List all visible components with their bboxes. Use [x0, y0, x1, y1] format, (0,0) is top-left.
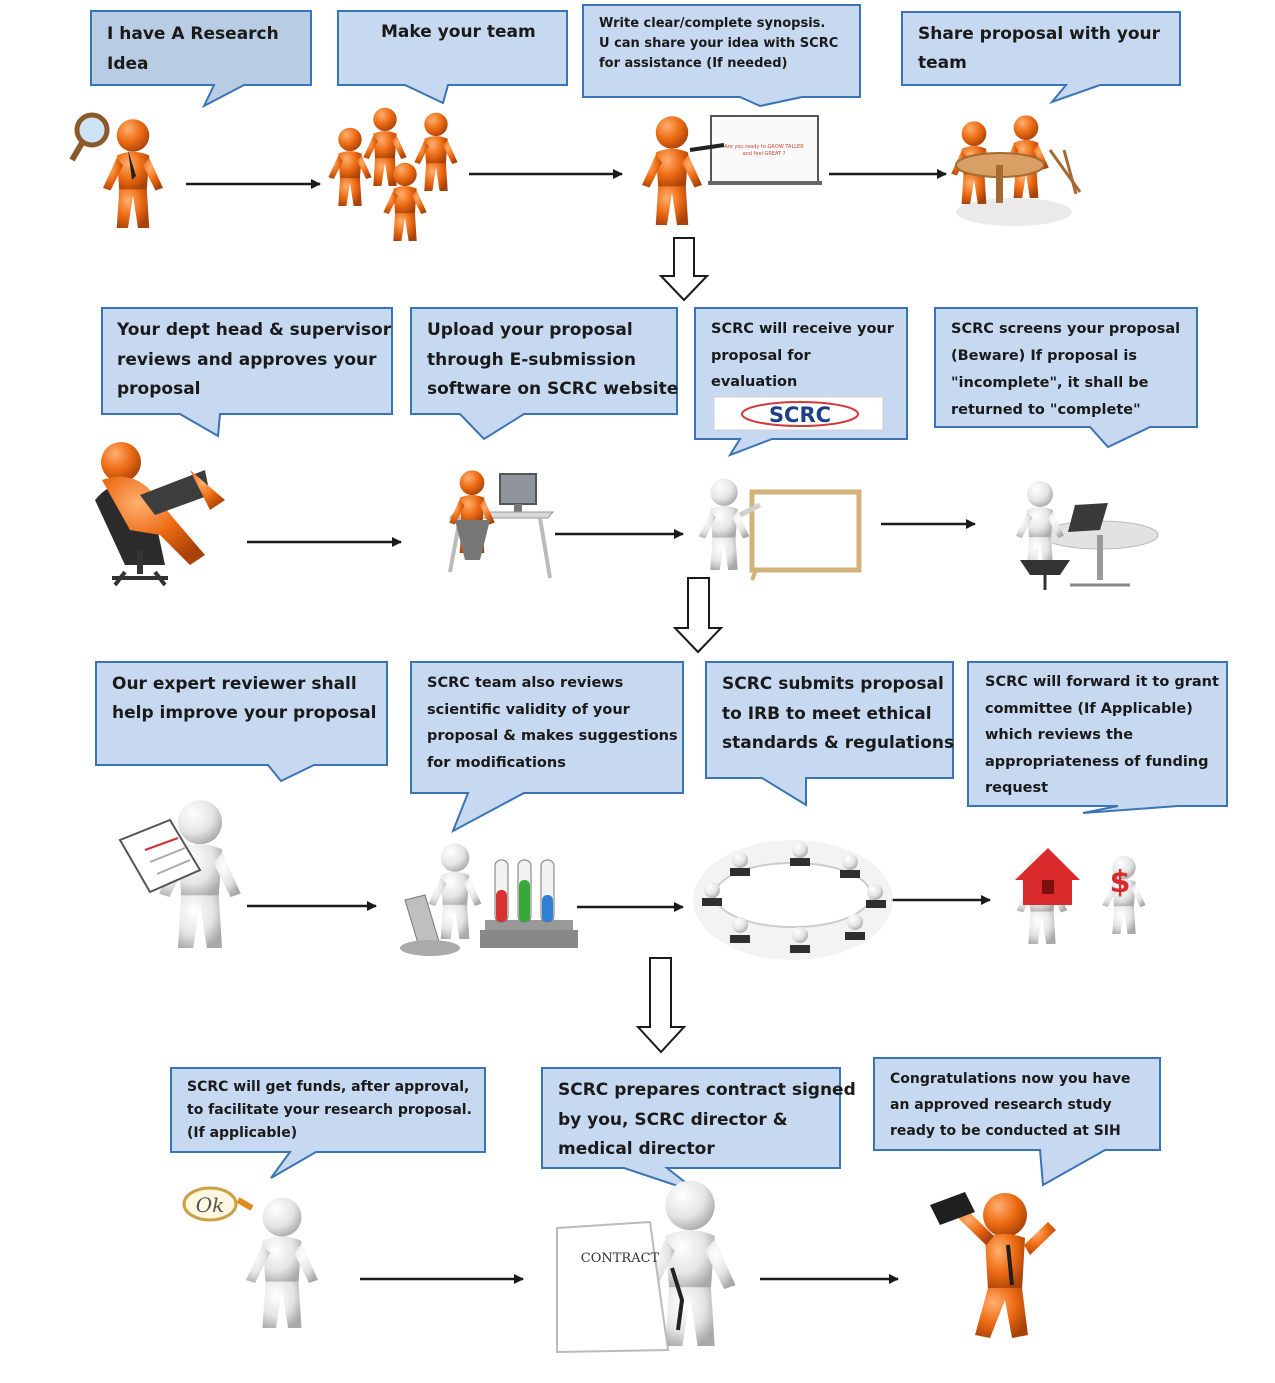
- callout-share-proposal: [901, 11, 1181, 105]
- text-irb-submit: SCRC submits proposal to IRB to meet eth…: [722, 674, 955, 753]
- text-congratulations: Congratulations now you have an approved…: [890, 1071, 1131, 1139]
- callout-research-idea: [90, 10, 312, 109]
- presenter-board-icon: Are you ready to GROW TALLER and feel GR…: [642, 115, 822, 225]
- text-scientific-validity: SCRC team also reviews scientific validi…: [427, 675, 678, 771]
- callout-get-funds: [170, 1067, 486, 1179]
- callout-grant-committee: [967, 661, 1228, 814]
- down-arrow-row2: [672, 577, 724, 654]
- scrc-logo: SCRC: [713, 396, 884, 431]
- contract-document-icon: CONTRACT: [556, 1180, 736, 1354]
- callout-contract: [541, 1067, 841, 1194]
- text-scrc-receive: SCRC will receive your proposal for eval…: [711, 321, 894, 390]
- down-arrow-row3: [635, 957, 687, 1054]
- callout-irb-submit: [705, 661, 954, 807]
- person-whiteboard-icon: [698, 478, 862, 581]
- text-make-team: Make your team: [381, 22, 536, 42]
- round-table-icon: [693, 840, 893, 960]
- text-get-funds: SCRC will get funds, after approval, to …: [187, 1079, 472, 1141]
- callout-scientific-validity: [410, 661, 684, 834]
- svg-text:Ok: Ok: [196, 1193, 225, 1217]
- text-write-synopsis: Write clear/complete synopsis. U can sha…: [599, 16, 839, 71]
- text-share-proposal: Share proposal with your team: [918, 24, 1160, 73]
- callout-upload-proposal: [410, 307, 678, 441]
- text-upload-proposal: Upload your proposal through E-submissio…: [427, 320, 679, 399]
- text-contract: SCRC prepares contract signed by you, SC…: [558, 1080, 856, 1159]
- computer-desk-icon: [448, 470, 555, 579]
- text-scrc-screens: SCRC screens your proposal (Beware) If p…: [951, 321, 1181, 418]
- scrc-logo-text: SCRC: [769, 403, 831, 427]
- ok-sign-icon: Ok: [182, 1186, 318, 1328]
- callout-dept-approval: [101, 307, 393, 438]
- team-group-icon: [328, 107, 458, 241]
- reading-person-icon: [95, 442, 225, 587]
- meeting-table-icon: [951, 115, 1082, 226]
- text-grant-committee: SCRC will forward it to grant committee …: [985, 674, 1219, 796]
- house-dollar-icon: $: [1015, 848, 1146, 944]
- contract-text: CONTRACT: [581, 1251, 660, 1266]
- laptop-desk-icon: [1016, 481, 1159, 590]
- celebrating-person-icon: [930, 1192, 1056, 1338]
- text-dept-approval: Your dept head & supervisor reviews and …: [117, 320, 392, 399]
- svg-text:and feel GREAT ?: and feel GREAT ?: [743, 151, 786, 157]
- text-research-idea: I have A Research Idea: [107, 24, 279, 74]
- svg-text:$: $: [1110, 865, 1131, 900]
- callout-scrc-screens: [934, 307, 1198, 449]
- microscope-tubes-icon: [400, 843, 578, 956]
- callout-write-synopsis: [582, 4, 861, 108]
- magnifier-person-icon: [69, 112, 163, 228]
- svg-text:Are you ready to GROW TALLER: Are you ready to GROW TALLER: [724, 144, 804, 150]
- text-expert-reviewer: Our expert reviewer shall help improve y…: [112, 674, 377, 723]
- callout-make-team: [337, 10, 568, 105]
- callout-congratulations: [873, 1057, 1161, 1187]
- clipboard-person-icon: [118, 800, 241, 948]
- down-arrow-row1: [658, 237, 710, 302]
- callout-expert-reviewer: [95, 661, 388, 783]
